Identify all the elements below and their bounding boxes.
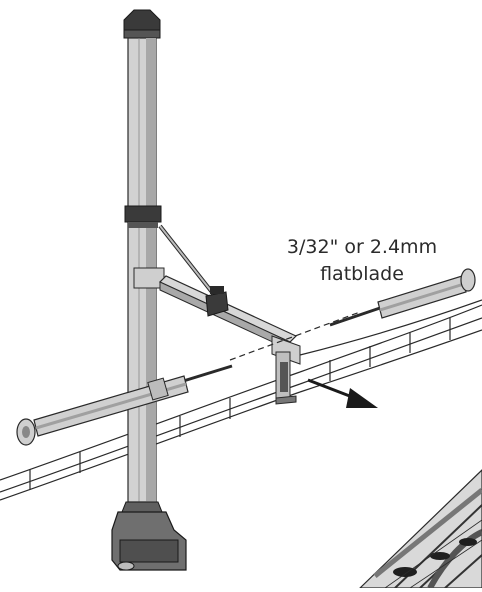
screwdriver-right (329, 268, 476, 327)
track-section (358, 469, 482, 590)
direction-arrow (307, 378, 378, 408)
callout-line-2: flatblade (320, 263, 404, 285)
callout-line-1: 3/32" or 2.4mm (286, 236, 438, 258)
catenary-wires (0, 299, 482, 501)
cantilever-arm (158, 275, 301, 405)
alignment-guide (229, 311, 361, 361)
mast (111, 9, 187, 571)
diagonal-brace (158, 224, 217, 298)
screwdriver-left (16, 364, 233, 446)
screwdriver-size-callout: 3/32" or 2.4mm flatblade (262, 234, 462, 288)
